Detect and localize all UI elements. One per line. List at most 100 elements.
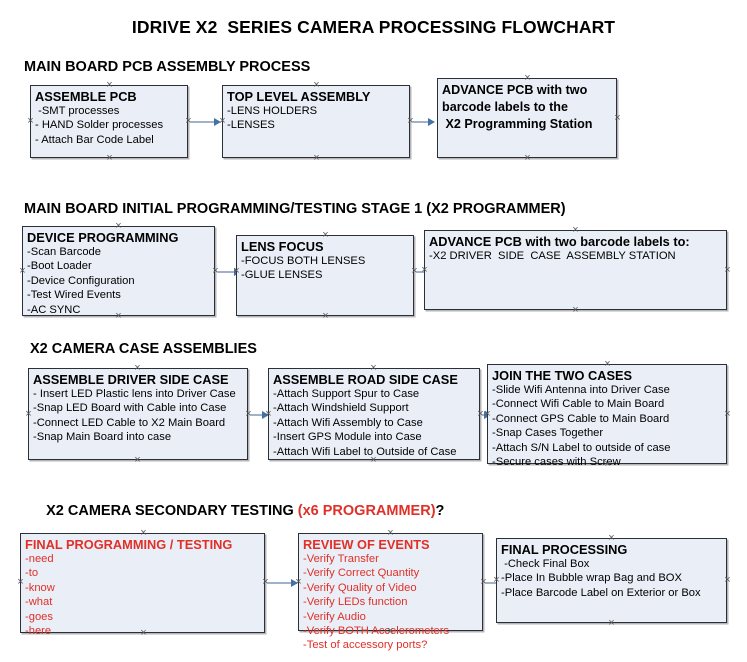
box-advance-pcb-line-1: ADVANCE PCB with two (442, 83, 588, 97)
box-advance-pcb-line-3: X2 Programming Station (442, 117, 593, 131)
resize-handle-left[interactable] (26, 117, 35, 126)
box-assemble-driver-side-case-line-1: - Insert LED Plastic lens into Driver Ca… (33, 388, 236, 400)
resize-handle-top[interactable] (571, 226, 580, 235)
box-join-the-two-cases-line-3: -Connect GPS Cable to Main Board (492, 412, 670, 425)
resize-handle-bottom[interactable] (321, 312, 330, 321)
resize-handle-top[interactable] (523, 74, 532, 83)
box-join-the-two-cases-title: JOIN THE TWO CASES (492, 368, 633, 383)
box-advance-pcb-driver-side-case-title: ADVANCE PCB with two barcode labels to: (429, 234, 690, 249)
box-assemble-road-side-case-line-1: -Attach Support Spur to Case (273, 388, 420, 400)
box-assemble-road-side-case-content: ASSEMBLE ROAD SIDE CASE -Attach Support … (273, 372, 477, 459)
resize-handle-left[interactable] (483, 410, 492, 419)
box-top-level-assembly[interactable]: TOP LEVEL ASSEMBLY -LENS HOLDERS -LENSES (222, 85, 410, 158)
resize-handle-bottom[interactable] (603, 460, 612, 469)
box-device-programming[interactable]: DEVICE PROGRAMMING -Scan Barcode -Boot L… (22, 226, 215, 316)
box-assemble-driver-side-case[interactable]: ASSEMBLE DRIVER SIDE CASE - Insert LED P… (28, 368, 248, 460)
connector-driver-case-to-road-case (250, 414, 264, 416)
box-assemble-driver-side-case-line-4: -Snap Main Board into case (33, 431, 172, 444)
box-final-programming-testing-line-6: -here (25, 625, 52, 638)
box-lens-focus-content: LENS FOCUS -FOCUS BOTH LENSES -GLUE LENS… (241, 239, 411, 283)
resize-handle-top[interactable] (321, 231, 330, 240)
box-assemble-road-side-case-title: ASSEMBLE ROAD SIDE CASE (273, 372, 458, 387)
resize-handle-top[interactable] (139, 529, 148, 538)
box-assemble-road-side-case[interactable]: ASSEMBLE ROAD SIDE CASE -Attach Support … (268, 368, 480, 460)
box-assemble-pcb-content: ASSEMBLE PCB -SMT processes - HAND Solde… (35, 89, 185, 147)
box-advance-pcb-driver-side-case-line-1: -X2 DRIVER SIDE CASE ASSEMBLY STATION (429, 250, 676, 262)
box-assemble-pcb[interactable]: ASSEMBLE PCB -SMT processes - HAND Solde… (30, 85, 188, 158)
resize-handle-bottom[interactable] (114, 312, 123, 321)
resize-handle-top[interactable] (133, 364, 142, 373)
resize-handle-top[interactable] (369, 364, 378, 373)
resize-handle-bottom[interactable] (105, 154, 114, 163)
resize-handle-top[interactable] (114, 222, 123, 231)
box-device-programming-line-4: -Test Wired Events (27, 289, 121, 302)
resize-handle-right[interactable] (723, 576, 732, 585)
box-assemble-pcb-line-1: -SMT processes (35, 105, 120, 117)
resize-handle-bottom[interactable] (386, 627, 395, 636)
box-advance-pcb-driver-side-case[interactable]: ADVANCE PCB with two barcode labels to: … (424, 230, 727, 310)
box-final-processing-line-2: -Place In Bubble wrap Bag and BOX (501, 572, 682, 585)
box-final-programming-testing-line-1: -need (25, 553, 54, 565)
resize-handle-left[interactable] (16, 578, 25, 587)
box-final-programming-testing-line-4: -what (25, 596, 53, 609)
resize-handle-bottom[interactable] (139, 629, 148, 638)
resize-handle-bottom[interactable] (133, 456, 142, 465)
box-assemble-driver-side-case-line-3: -Connect LED Cable to X2 Main Board (33, 416, 226, 429)
box-device-programming-content: DEVICE PROGRAMMING -Scan Barcode -Boot L… (27, 230, 212, 317)
box-advance-pcb-programming-station-content: ADVANCE PCB with two barcode labels to t… (442, 82, 614, 133)
box-final-processing-line-3: -Place Barcode Label on Exterior or Box (501, 586, 701, 599)
resize-handle-left[interactable] (24, 410, 33, 419)
box-top-level-assembly-line-1: -LENS HOLDERS (227, 105, 318, 117)
box-final-processing[interactable]: FINAL PROCESSING -Check Final Box -Place… (496, 538, 727, 623)
section-heading-4-text: X2 CAMERA SECONDARY TESTING (46, 503, 298, 519)
resize-handle-left[interactable] (18, 267, 27, 276)
resize-handle-left[interactable] (492, 576, 501, 585)
resize-handle-bottom[interactable] (312, 154, 321, 163)
box-assemble-road-side-case-line-3: -Attach Wifi Assembly to Case (273, 416, 423, 429)
resize-handle-right[interactable] (613, 114, 622, 123)
resize-handle-bottom[interactable] (523, 154, 532, 163)
section-heading-x2-camera-secondary-testing: X2 CAMERA SECONDARY TESTING (x6 PROGRAMM… (30, 487, 444, 535)
box-device-programming-line-1: -Scan Barcode (27, 246, 102, 258)
section-heading-main-board-initial-programming: MAIN BOARD INITIAL PROGRAMMING/TESTING S… (24, 201, 566, 217)
box-review-of-events-line-4: -Verify LEDs function (303, 596, 408, 609)
box-advance-pcb-programming-station[interactable]: ADVANCE PCB with two barcode labels to t… (437, 78, 617, 158)
box-advance-pcb-driver-side-case-content: ADVANCE PCB with two barcode labels to: … (429, 234, 724, 263)
resize-handle-left[interactable] (420, 266, 429, 275)
resize-handle-top[interactable] (603, 360, 612, 369)
box-join-the-two-cases-content: JOIN THE TWO CASES -Slide Wifi Antenna i… (492, 368, 724, 469)
section-heading-4-red-text: (x6 PROGRAMMER) (297, 503, 436, 519)
resize-handle-left[interactable] (264, 410, 273, 419)
box-review-of-events-line-3: -Verify Quality of Video (303, 581, 417, 594)
resize-handle-bottom[interactable] (607, 619, 616, 628)
resize-handle-top[interactable] (386, 529, 395, 538)
resize-handle-top[interactable] (105, 81, 114, 90)
box-final-programming-testing-line-3: -know (25, 581, 55, 594)
resize-handle-right[interactable] (723, 410, 732, 419)
resize-handle-right[interactable] (723, 266, 732, 275)
resize-handle-bottom[interactable] (571, 306, 580, 315)
box-top-level-assembly-title: TOP LEVEL ASSEMBLY (227, 89, 371, 104)
box-lens-focus[interactable]: LENS FOCUS -FOCUS BOTH LENSES -GLUE LENS… (236, 235, 414, 316)
box-assemble-road-side-case-line-4: -Insert GPS Module into Case (273, 431, 422, 444)
box-final-programming-testing[interactable]: FINAL PROGRAMMING / TESTING -need -to -k… (20, 533, 265, 637)
section-heading-4-suffix: ? (435, 503, 445, 519)
arrow-head-to-advance-pcb-station (428, 117, 435, 126)
box-join-the-two-cases-line-4: -Snap Cases Together (492, 427, 604, 440)
box-review-of-events[interactable]: REVIEW OF EVENTS -Verify Transfer -Verif… (298, 533, 483, 651)
resize-handle-left[interactable] (294, 578, 303, 587)
box-join-the-two-cases-line-2: -Connect Wifi Cable to Main Board (492, 398, 665, 411)
box-final-programming-testing-content: FINAL PROGRAMMING / TESTING -need -to -k… (25, 537, 262, 638)
resize-handle-top[interactable] (607, 534, 616, 543)
resize-handle-left[interactable] (218, 117, 227, 126)
box-final-processing-title: FINAL PROCESSING (501, 542, 628, 557)
box-assemble-pcb-line-3: - Attach Bar Code Label (35, 133, 154, 146)
section-heading-x2-camera-case-assemblies: X2 CAMERA CASE ASSEMBLIES (30, 341, 257, 357)
resize-handle-left[interactable] (232, 267, 241, 276)
resize-handle-bottom[interactable] (369, 456, 378, 465)
box-join-the-two-cases-line-6: -Secure cases with Screw (492, 456, 621, 469)
box-join-the-two-cases[interactable]: JOIN THE TWO CASES -Slide Wifi Antenna i… (487, 364, 727, 468)
resize-handle-top[interactable] (312, 81, 321, 90)
box-device-programming-line-3: -Device Configuration (27, 274, 135, 287)
